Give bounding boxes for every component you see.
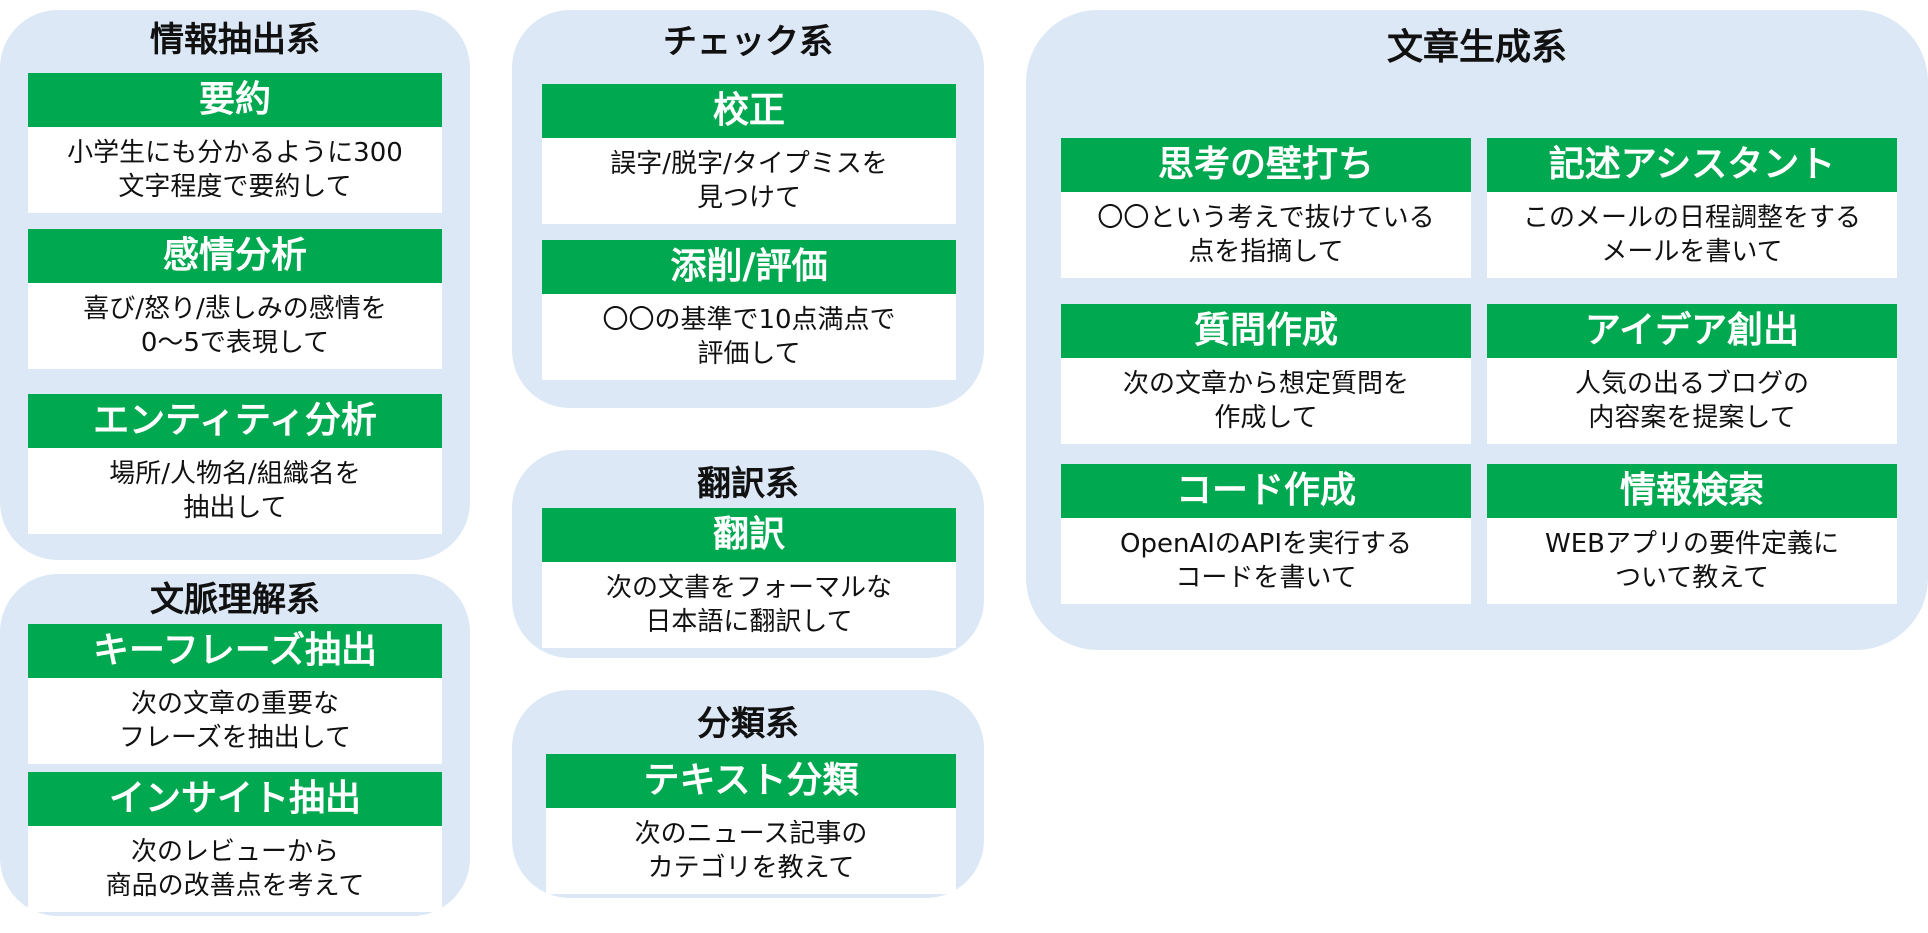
card-description: 〇〇という考えで抜けている 点を指摘して [1061,192,1471,278]
card-writing-assistant: 記述アシスタント このメールの日程調整をする メールを書いて [1487,138,1897,278]
description-line: 内容案を提案して [1588,403,1796,433]
card-correction-evaluation: 添削/評価 〇〇の基準で10点満点で 評価して [542,240,956,380]
description-line: 小学生にも分かるように300 [67,138,403,168]
card-title: 校正 [542,84,956,138]
card-title: エンティティ分析 [28,394,442,448]
card-idea-generation: アイデア創出 人気の出るブログの 内容案を提案して [1487,304,1897,444]
card-information-search: 情報検索 WEBアプリの要件定義に ついて教えて [1487,464,1897,604]
card-description: このメールの日程調整をする メールを書いて [1487,192,1897,278]
card-title: 翻訳 [542,508,956,562]
card-description: 誤字/脱字/タイプミスを 見つけて [542,138,956,224]
card-title: 思考の壁打ち [1061,138,1471,192]
group-translation: 翻訳系 翻訳 次の文書をフォーマルな 日本語に翻訳して [512,450,984,658]
card-description: OpenAIのAPIを実行する コードを書いて [1061,518,1471,604]
group-classification: 分類系 テキスト分類 次のニュース記事の カテゴリを教えて [512,690,984,898]
description-line: メールを書いて [1601,237,1783,267]
group-check: チェック系 校正 誤字/脱字/タイプミスを 見つけて 添削/評価 〇〇の基準で1… [512,10,984,408]
description-line: 誤字/脱字/タイプミスを [610,149,888,179]
group-title: チェック系 [663,22,833,62]
card-thinking-sparring: 思考の壁打ち 〇〇という考えで抜けている 点を指摘して [1061,138,1471,278]
description-line: 次の文章から想定質問を [1122,369,1409,399]
card-text-classification: テキスト分類 次のニュース記事の カテゴリを教えて [546,754,956,894]
group-title: 文脈理解系 [150,580,320,620]
card-insight-extraction: インサイト抽出 次のレビューから 商品の改善点を考えて [28,772,442,912]
description-line: 評価して [697,339,801,369]
description-line: 文字程度で要約して [118,172,352,202]
description-line: 商品の改善点を考えて [105,871,365,901]
card-entity-analysis: エンティティ分析 場所/人物名/組織名を 抽出して [28,394,442,534]
description-line: 〇〇の基準で10点満点で [602,305,896,335]
card-summary: 要約 小学生にも分かるように300 文字程度で要約して [28,73,442,213]
card-title: インサイト抽出 [28,772,442,826]
group-title: 情報抽出系 [150,20,320,60]
group-text-generation: 文章生成系 思考の壁打ち 〇〇という考えで抜けている 点を指摘して 記述アシスタ… [1026,10,1928,650]
card-description: 小学生にも分かるように300 文字程度で要約して [28,127,442,213]
group-information-extraction: 情報抽出系 要約 小学生にも分かるように300 文字程度で要約して 感情分析 喜… [0,10,470,560]
description-line: ついて教えて [1615,563,1769,593]
card-translation: 翻訳 次の文書をフォーマルな 日本語に翻訳して [542,508,956,648]
description-line: このメールの日程調整をする [1522,203,1861,233]
description-line: 次のニュース記事の [634,819,868,849]
description-line: 抽出して [183,493,287,523]
description-line: 次のレビューから [130,837,339,867]
description-line: 点を指摘して [1188,237,1344,267]
card-title: 添削/評価 [542,240,956,294]
card-title: キーフレーズ抽出 [28,624,442,678]
description-line: 日本語に翻訳して [645,607,853,637]
card-description: 次のニュース記事の カテゴリを教えて [546,808,956,894]
card-description: 次の文章の重要な フレーズを抽出して [28,678,442,764]
description-line: OpenAIのAPIを実行する [1119,529,1413,559]
description-line: 〇〇という考えで抜けている [1097,203,1435,233]
group-title: 分類系 [697,704,799,744]
card-description: 場所/人物名/組織名を 抽出して [28,448,442,534]
group-context-understanding: 文脈理解系 キーフレーズ抽出 次の文章の重要な フレーズを抽出して インサイト抽… [0,574,470,916]
card-title: コード作成 [1061,464,1471,518]
card-description: 次の文書をフォーマルな 日本語に翻訳して [542,562,956,648]
card-proofreading: 校正 誤字/脱字/タイプミスを 見つけて [542,84,956,224]
description-line: 人気の出るブログの [1574,369,1809,399]
description-line: WEBアプリの要件定義に [1545,529,1839,559]
description-line: 喜び/怒り/悲しみの感情を [83,294,387,324]
card-title: 感情分析 [28,229,442,283]
group-title: 翻訳系 [697,464,799,504]
description-line: フレーズを抽出して [119,723,351,753]
card-description: 喜び/怒り/悲しみの感情を 0～5で表現して [28,283,442,369]
card-description: 次の文章から想定質問を 作成して [1061,358,1471,444]
card-description: 人気の出るブログの 内容案を提案して [1487,358,1897,444]
card-title: テキスト分類 [546,754,956,808]
card-title: 記述アシスタント [1487,138,1897,192]
description-line: 次の文章の重要な [130,689,339,719]
card-question-creation: 質問作成 次の文章から想定質問を 作成して [1061,304,1471,444]
description-line: 作成して [1214,403,1318,433]
description-line: 見つけて [696,183,801,213]
card-code-creation: コード作成 OpenAIのAPIを実行する コードを書いて [1061,464,1471,604]
description-line: 次の文書をフォーマルな [605,573,892,603]
description-line: 場所/人物名/組織名を [109,459,361,489]
description-line: コードを書いて [1175,563,1357,593]
card-title: 要約 [28,73,442,127]
card-keyphrase-extraction: キーフレーズ抽出 次の文章の重要な フレーズを抽出して [28,624,442,764]
card-description: WEBアプリの要件定義に ついて教えて [1487,518,1897,604]
card-description: 〇〇の基準で10点満点で 評価して [542,294,956,380]
description-line: カテゴリを教えて [647,853,855,883]
group-title: 文章生成系 [1386,27,1567,68]
card-title: 質問作成 [1061,304,1471,358]
card-title: 情報検索 [1487,464,1897,518]
card-description: 次のレビューから 商品の改善点を考えて [28,826,442,912]
description-line: 0～5で表現して [140,328,330,358]
card-sentiment-analysis: 感情分析 喜び/怒り/悲しみの感情を 0～5で表現して [28,229,442,369]
card-title: アイデア創出 [1487,304,1897,358]
